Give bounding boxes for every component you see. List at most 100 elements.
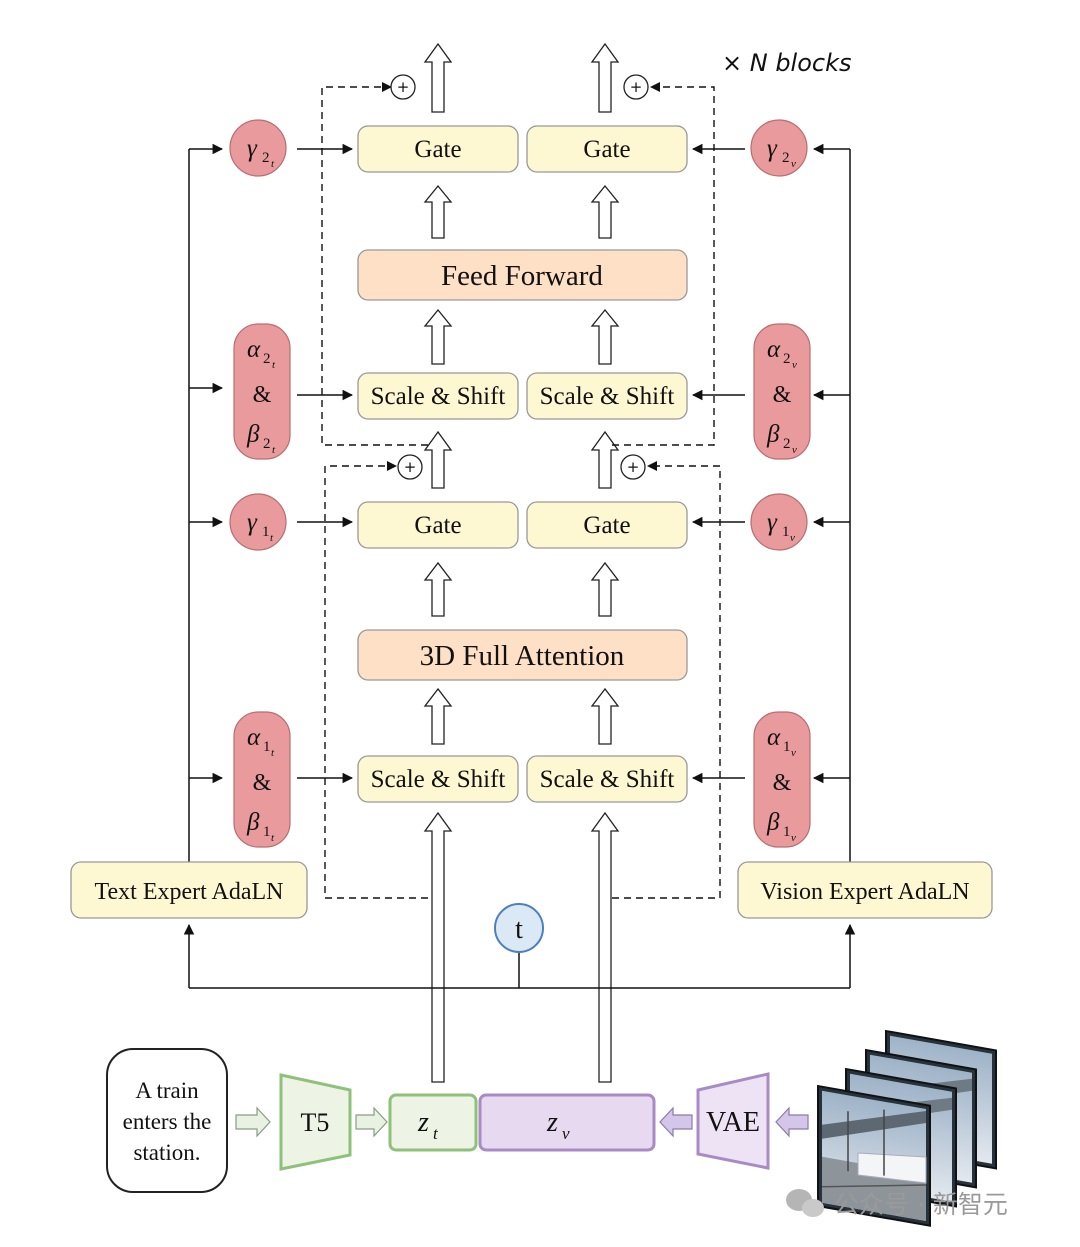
arrow-left-icon bbox=[659, 1106, 693, 1138]
scale-shift-block-text-1 bbox=[357, 755, 519, 803]
hollow-arrow-up-icon bbox=[590, 42, 620, 113]
scale-shift-label: Scale & Shift bbox=[540, 383, 675, 410]
vae-label: VAE bbox=[706, 1107, 760, 1138]
scale-shift-label: Scale & Shift bbox=[371, 766, 506, 793]
add-icon bbox=[620, 454, 646, 480]
svg-text:t: t bbox=[433, 1124, 439, 1143]
text-expert-adaln-label: Text Expert AdaLN bbox=[95, 879, 284, 905]
video-latent-box bbox=[478, 1093, 656, 1152]
vae-encoder bbox=[696, 1072, 770, 1170]
svg-text:γ: γ bbox=[767, 135, 778, 162]
svg-text:γ: γ bbox=[247, 135, 258, 162]
gate-block-text-2 bbox=[357, 125, 519, 173]
svg-text:t: t bbox=[272, 444, 276, 456]
scale-shift-block-vision-2 bbox=[526, 372, 688, 420]
attention-label: 3D Full Attention bbox=[420, 640, 625, 672]
vision-params: γ 2 v α 2 v & β 2 v γ 1 v α 1 v & β 1 v bbox=[750, 119, 811, 848]
svg-text:1: 1 bbox=[783, 824, 791, 840]
gate-label: Gate bbox=[583, 136, 630, 163]
timestep-label: t bbox=[515, 914, 523, 945]
arrow-left-icon bbox=[775, 1106, 809, 1138]
svg-text:β: β bbox=[766, 421, 780, 448]
svg-text:γ: γ bbox=[247, 509, 258, 536]
svg-text:v: v bbox=[562, 1124, 570, 1143]
hollow-arrow-up-icon bbox=[590, 811, 620, 1083]
alpha-beta-1-text-node bbox=[233, 711, 291, 848]
residual-connections bbox=[321, 86, 721, 899]
hollow-arrow-up-icon bbox=[590, 687, 620, 745]
text-latent-box bbox=[388, 1093, 478, 1152]
svg-text:v: v bbox=[790, 532, 795, 544]
vision-expert-adaln-box bbox=[737, 861, 993, 919]
gate-label: Gate bbox=[414, 512, 461, 539]
gamma-2-vision-node bbox=[750, 119, 808, 177]
svg-text:2: 2 bbox=[263, 436, 271, 452]
svg-text:γ: γ bbox=[767, 509, 778, 536]
gate-label: Gate bbox=[414, 136, 461, 163]
gamma-1-vision-node bbox=[750, 493, 808, 551]
attention-block bbox=[357, 629, 688, 681]
hollow-arrow-up-icon bbox=[590, 308, 620, 365]
add-icon bbox=[397, 454, 423, 480]
svg-text:1: 1 bbox=[262, 524, 270, 540]
hollow-arrow-up-icon bbox=[423, 42, 453, 113]
svg-text:α: α bbox=[767, 724, 781, 751]
transformer-blocks bbox=[357, 125, 688, 803]
video-latent-label: z bbox=[546, 1107, 558, 1138]
hollow-arrow-up-icon bbox=[590, 561, 620, 617]
scale-shift-label: Scale & Shift bbox=[371, 383, 506, 410]
svg-text:t: t bbox=[271, 747, 275, 759]
gamma-2-text-node bbox=[229, 119, 287, 177]
svg-text:β: β bbox=[766, 809, 780, 836]
svg-text:t: t bbox=[271, 832, 275, 844]
svg-text:α: α bbox=[767, 336, 781, 363]
svg-text:+: + bbox=[397, 78, 410, 96]
timestep-node bbox=[494, 903, 544, 953]
hollow-arrow-up-icon bbox=[423, 308, 453, 365]
svg-text:2: 2 bbox=[263, 351, 271, 367]
svg-text:&: & bbox=[253, 770, 272, 796]
add-icon bbox=[623, 74, 649, 100]
feed-forward-block bbox=[357, 249, 688, 301]
svg-text:&: & bbox=[773, 382, 792, 408]
prompt-box bbox=[106, 1048, 228, 1193]
scale-shift-label: Scale & Shift bbox=[540, 766, 675, 793]
video-frames bbox=[817, 1029, 997, 1227]
watermark-text: 公众号 · 新智元 bbox=[834, 1190, 1008, 1219]
scale-shift-block-vision-1 bbox=[526, 755, 688, 803]
add-nodes: + + + + bbox=[390, 74, 649, 480]
svg-text:1: 1 bbox=[263, 739, 271, 755]
svg-text:&: & bbox=[253, 382, 272, 408]
text-latent-label: z bbox=[417, 1107, 429, 1138]
residual-arrowheads bbox=[382, 82, 660, 471]
gate-label: Gate bbox=[583, 512, 630, 539]
text-expert-adaln-box bbox=[70, 861, 308, 919]
hollow-arrow-up-icon bbox=[590, 430, 620, 489]
conditioning-lines bbox=[183, 143, 856, 989]
svg-text:t: t bbox=[271, 158, 275, 170]
hollow-arrows bbox=[423, 42, 620, 1083]
prompt-line-1: A train bbox=[135, 1078, 199, 1103]
svg-text:2: 2 bbox=[783, 351, 791, 367]
arrow-right-icon bbox=[355, 1106, 388, 1138]
alpha-beta-2-text-node bbox=[233, 323, 291, 460]
text-params: γ 2 t α 2 t & β 2 t γ 1 t α 1 t & β 1 t bbox=[229, 119, 291, 848]
scale-shift-block-text-2 bbox=[357, 372, 519, 420]
alpha-beta-1-vision-node bbox=[753, 711, 811, 848]
hollow-arrow-up-icon bbox=[590, 184, 620, 239]
svg-text:+: + bbox=[627, 458, 640, 476]
svg-text:+: + bbox=[630, 78, 643, 96]
svg-text:1: 1 bbox=[783, 739, 791, 755]
vision-expert-adaln-label: Vision Expert AdaLN bbox=[760, 879, 969, 905]
svg-text:α: α bbox=[247, 724, 261, 751]
alpha-beta-2-vision-node bbox=[753, 323, 811, 460]
svg-text:α: α bbox=[247, 336, 261, 363]
svg-text:2: 2 bbox=[783, 436, 791, 452]
t5-encoder bbox=[279, 1073, 352, 1171]
hollow-arrow-up-icon bbox=[423, 430, 453, 489]
svg-text:v: v bbox=[792, 444, 797, 456]
gamma-1-text-node bbox=[229, 493, 287, 551]
watermark: 公众号 · 新智元 bbox=[786, 1189, 1008, 1219]
svg-text:+: + bbox=[404, 458, 417, 476]
